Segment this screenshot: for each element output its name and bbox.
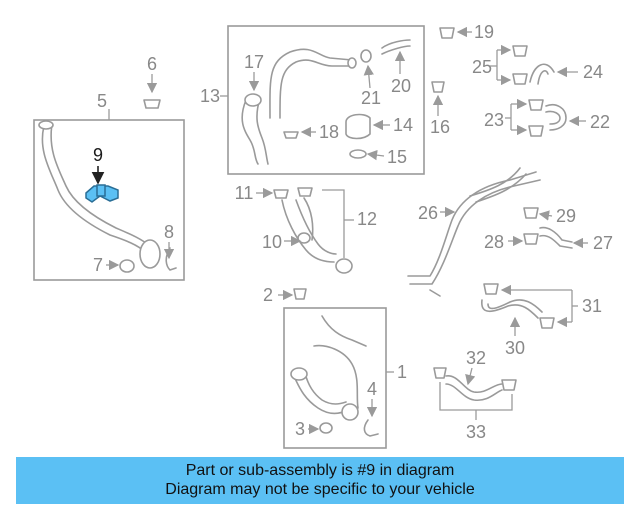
hose-group-22-23 — [528, 99, 567, 137]
callout-1[interactable]: 1 — [397, 362, 407, 382]
hose-group-32-33 — [433, 367, 517, 402]
callout-6[interactable]: 6 — [147, 54, 157, 74]
callout-28[interactable]: 28 — [484, 232, 504, 252]
callout-18[interactable]: 18 — [319, 122, 339, 142]
callout-25[interactable]: 25 — [472, 57, 492, 77]
callout-10[interactable]: 10 — [262, 232, 282, 252]
callout-15[interactable]: 15 — [387, 147, 407, 167]
callout-12[interactable]: 12 — [357, 209, 377, 229]
callout-14[interactable]: 14 — [393, 115, 413, 135]
callout-22[interactable]: 22 — [590, 112, 610, 132]
callout-4[interactable]: 4 — [367, 379, 377, 399]
callout-5[interactable]: 5 — [97, 91, 107, 111]
callout-32[interactable]: 32 — [466, 348, 486, 368]
callout-24[interactable]: 24 — [583, 62, 603, 82]
exploded-parts-diagram: 5 9 7 8 6 13 17 18 14 15 21 20 19 16 — [33, 22, 613, 449]
banner-line-1: Part or sub-assembly is #9 in diagram — [185, 462, 455, 479]
callout-27[interactable]: 27 — [593, 233, 613, 253]
part-19-clamp[interactable] — [439, 27, 455, 39]
callout-16[interactable]: 16 — [430, 117, 450, 137]
callout-29[interactable]: 29 — [556, 206, 576, 226]
callout-19[interactable]: 19 — [474, 22, 494, 42]
callout-9[interactable]: 9 — [93, 145, 103, 165]
callout-20[interactable]: 20 — [391, 76, 411, 96]
hose-group-30-31 — [481, 283, 555, 329]
assembly-box-1 — [283, 307, 387, 449]
part-9-clamp-highlighted[interactable] — [85, 184, 119, 203]
hose-group-24-25 — [512, 45, 555, 85]
callout-8[interactable]: 8 — [164, 222, 174, 242]
callout-3[interactable]: 3 — [295, 419, 305, 439]
callout-2[interactable]: 2 — [263, 285, 273, 305]
callout-26[interactable]: 26 — [418, 203, 438, 223]
callout-13[interactable]: 13 — [200, 86, 220, 106]
part-6-clamp[interactable] — [143, 99, 161, 109]
callout-17[interactable]: 17 — [244, 52, 264, 72]
part-16-clamp[interactable] — [431, 81, 445, 93]
hose-group-10-12 — [273, 187, 353, 274]
part-26-pipe[interactable] — [407, 167, 541, 297]
hose-group-27-29 — [523, 207, 573, 249]
assembly-box-13 — [227, 25, 425, 175]
info-banner: Part or sub-assembly is #9 in diagram Di… — [16, 457, 624, 504]
callout-33[interactable]: 33 — [466, 422, 486, 442]
callout-23[interactable]: 23 — [484, 110, 504, 130]
callout-21[interactable]: 21 — [361, 88, 381, 108]
part-2-clamp[interactable] — [293, 288, 307, 300]
callout-7[interactable]: 7 — [93, 255, 103, 275]
callout-30[interactable]: 30 — [505, 338, 525, 358]
banner-line-2: Diagram may not be specific to your vehi… — [165, 481, 475, 498]
callout-11[interactable]: 11 — [235, 183, 254, 203]
callout-31[interactable]: 31 — [582, 296, 602, 316]
